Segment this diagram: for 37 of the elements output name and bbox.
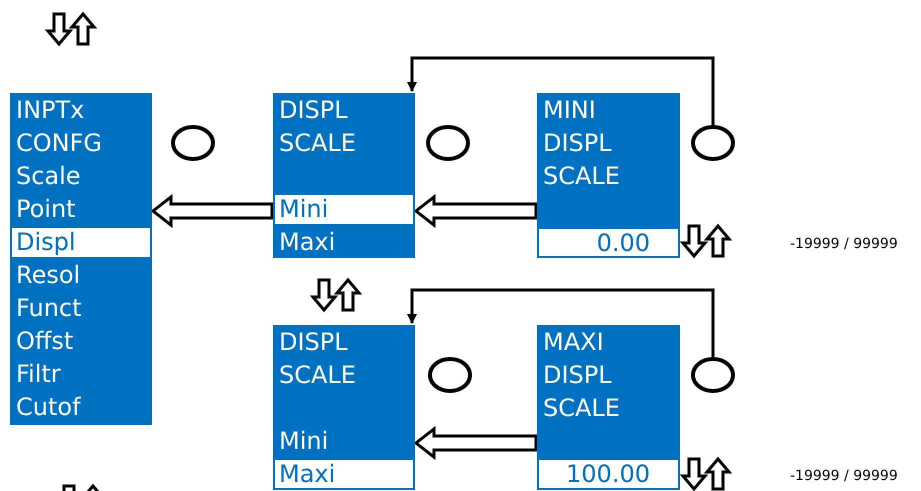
menu-text: Scale <box>16 161 82 192</box>
round-key-symbol <box>170 124 216 162</box>
menu-text: Offst <box>16 326 74 357</box>
menu-text: Maxi <box>279 227 336 258</box>
menu-text: Funct <box>16 293 83 324</box>
round-key-symbol <box>425 124 471 162</box>
menu-text: DISPL SCALE <box>279 95 357 159</box>
display-screen <box>537 93 680 258</box>
menu-text: Filtr <box>16 359 62 390</box>
selected-menu-item: Mini <box>273 193 415 226</box>
connector-arrow <box>407 56 714 126</box>
display-screen <box>273 325 415 490</box>
selected-menu-item: Displ <box>10 226 152 259</box>
menu-text: Point <box>16 194 77 225</box>
value-field: 100.00 <box>537 458 680 490</box>
display-screen <box>273 93 415 258</box>
hollow-arrow <box>414 194 538 228</box>
hollow-arrow <box>414 426 538 460</box>
menu-text: Resol <box>16 260 82 291</box>
connector-arrow <box>407 288 714 358</box>
selected-menu-item: Maxi <box>273 458 415 490</box>
menu-text: INPTx <box>16 95 86 126</box>
menu-text: MINI DISPL SCALE <box>543 95 621 192</box>
range-label: -19999 / 99999 <box>790 468 898 484</box>
display-screen <box>537 325 680 490</box>
value-field: 0.00 <box>537 227 680 258</box>
display-screen <box>10 93 152 425</box>
range-label: -19999 / 99999 <box>790 236 898 252</box>
menu-text: MAXI DISPL SCALE <box>543 327 621 424</box>
round-key-symbol <box>690 124 736 162</box>
round-key-symbol <box>427 356 473 394</box>
menu-text: Mini <box>279 426 330 457</box>
round-key-symbol <box>690 356 736 394</box>
hollow-arrow <box>150 194 274 228</box>
menu-text: CONFG <box>16 128 104 159</box>
menu-text: DISPL SCALE <box>279 327 357 391</box>
menu-text: Cutof <box>16 392 82 423</box>
